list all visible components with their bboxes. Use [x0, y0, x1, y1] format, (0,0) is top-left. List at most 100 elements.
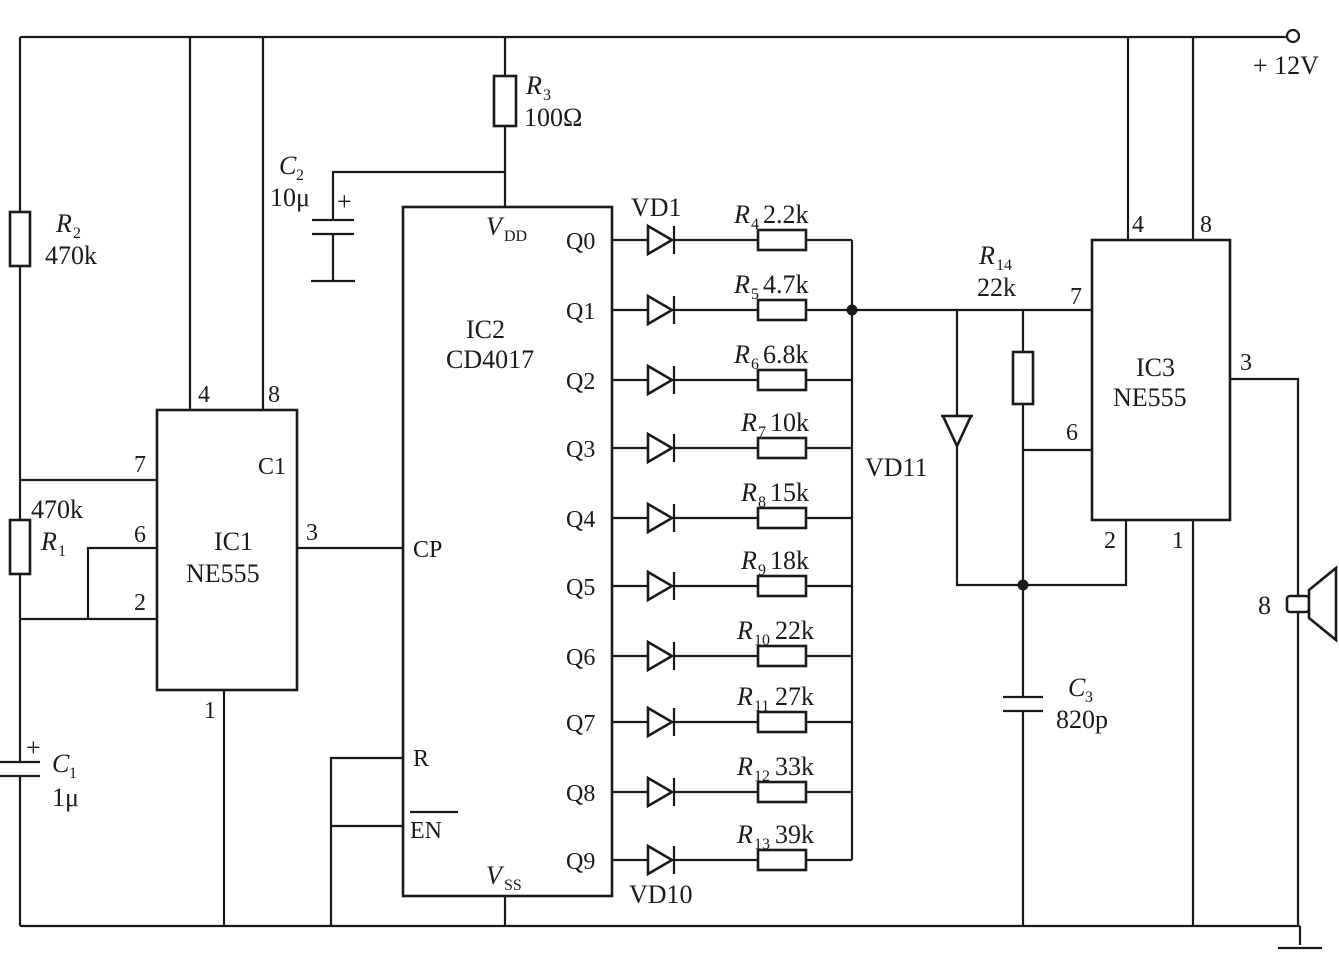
ic3-pin7: 7 [1070, 284, 1082, 310]
vd1-label: VD1 [631, 193, 682, 222]
resistor-value: 18k [770, 546, 809, 575]
ic1-pin4: 4 [198, 382, 210, 408]
ic1-corner-label: C1 [258, 454, 286, 480]
ic1-type: NE555 [186, 559, 260, 588]
ic2-en-pin: EN [410, 818, 442, 844]
resistor-r6 [756, 368, 808, 392]
resistor-value: 39k [775, 820, 814, 849]
resistor-sub: 5 [751, 286, 759, 303]
ic3-pin3: 3 [1240, 350, 1252, 376]
c1-sub: 1 [69, 765, 77, 782]
ic3-pin4: 4 [1132, 212, 1144, 238]
ground-rail [20, 924, 1322, 950]
ic1-name: IC1 [214, 527, 253, 556]
vd11-label: VD11 [865, 453, 928, 482]
resistor-letter: R [733, 200, 750, 229]
ic2-vdd: V [486, 212, 505, 241]
c3-junction [1017, 579, 1029, 591]
resistor-r12 [756, 780, 808, 804]
resistor-letter: R [733, 270, 750, 299]
r3-letter: R [525, 71, 542, 100]
resistor-r1 [8, 518, 32, 576]
r2-value: 470k [45, 241, 97, 270]
ic2-type: CD4017 [446, 345, 534, 374]
resistor-sub: 7 [758, 424, 766, 441]
resistor-value: 6.8k [763, 340, 809, 369]
ic3-pin2: 2 [1104, 528, 1116, 554]
vd11-wire-bottom [955, 446, 1128, 587]
resistor-sub: 9 [758, 562, 766, 579]
resistor-letter: R [736, 616, 753, 645]
c3-letter: C [1068, 673, 1086, 702]
resistor-r11 [756, 710, 808, 734]
ic3-name: IC3 [1136, 353, 1175, 382]
resistor-r9 [756, 574, 808, 598]
ic3-pin8: 8 [1200, 212, 1212, 238]
diode-icon [646, 639, 675, 673]
diode-icon [646, 431, 675, 465]
resistor-letter: R [736, 752, 753, 781]
c3-value: 820p [1056, 705, 1108, 734]
ic1-pin3: 3 [306, 520, 318, 546]
ic2-output-q2: Q2 [566, 369, 595, 395]
c1-letter: C [52, 749, 70, 778]
resistor-value: 27k [775, 682, 814, 711]
ic3-pin6: 6 [1066, 420, 1078, 446]
resistor-value: 22k [775, 616, 814, 645]
ic2-output-q6: Q6 [566, 645, 595, 671]
ic2-name: IC2 [466, 315, 505, 344]
r14-sub: 14 [996, 257, 1012, 274]
ic3-pin3-wire [1230, 377, 1300, 596]
ic1-box [155, 408, 299, 692]
ic2-vss-sub: SS [504, 877, 522, 894]
resistor-sub: 12 [754, 768, 770, 785]
diode-icon [646, 501, 675, 535]
ic1-pin6: 6 [134, 522, 146, 548]
capacitor-c1 [0, 760, 40, 778]
supply-label: + 12V [1253, 51, 1319, 80]
c1-plus: + [26, 733, 41, 762]
ic1-pin6-wire [86, 546, 157, 619]
r14-value: 22k [977, 273, 1016, 302]
c2-wire-top [331, 170, 505, 220]
ic2-output-q9: Q9 [566, 849, 595, 875]
ic2-r-wire [329, 756, 403, 926]
r2-letter: R [55, 209, 72, 238]
diode-icon [646, 775, 675, 809]
ic2-output-q5: Q5 [566, 575, 595, 601]
resistor-r3 [492, 74, 518, 128]
c1-value: 1μ [52, 783, 79, 812]
ic2-r-pin: R [413, 746, 429, 772]
ic2-output-q0: Q0 [566, 229, 595, 255]
vd10-label: VD10 [629, 880, 693, 909]
ic1-pin2: 2 [134, 590, 146, 616]
diode-icon [646, 223, 675, 257]
resistor-value: 10k [770, 408, 809, 437]
resistor-value: 4.7k [763, 270, 809, 299]
c2-value: 10μ [270, 183, 310, 212]
ic2-cp-pin: CP [413, 537, 442, 563]
r3-value: 100Ω [524, 103, 582, 132]
resistor-value: 2.2k [763, 200, 809, 229]
r2-sub: 2 [73, 225, 81, 242]
resistor-value: 33k [775, 752, 814, 781]
ic3-pin1: 1 [1172, 528, 1184, 554]
resistor-r13 [756, 848, 808, 872]
resistor-r7 [756, 436, 808, 460]
c2-letter: C [279, 151, 297, 180]
c2-sub: 2 [296, 167, 304, 184]
ic2-output-q1: Q1 [566, 299, 595, 325]
resistor-letter: R [740, 478, 757, 507]
resistor-letter: R [740, 546, 757, 575]
resistor-r5 [756, 298, 808, 322]
resistor-value: 15k [770, 478, 809, 507]
ic2-output-q4: Q4 [566, 507, 595, 533]
ic2-output-q7: Q7 [566, 711, 595, 737]
ic1-pin7: 7 [134, 452, 146, 478]
resistor-sub: 6 [751, 356, 759, 373]
r1-sub: 1 [58, 543, 66, 560]
ic2-box [401, 205, 614, 898]
r14-letter: R [978, 241, 995, 270]
diode-vd11 [940, 414, 974, 450]
